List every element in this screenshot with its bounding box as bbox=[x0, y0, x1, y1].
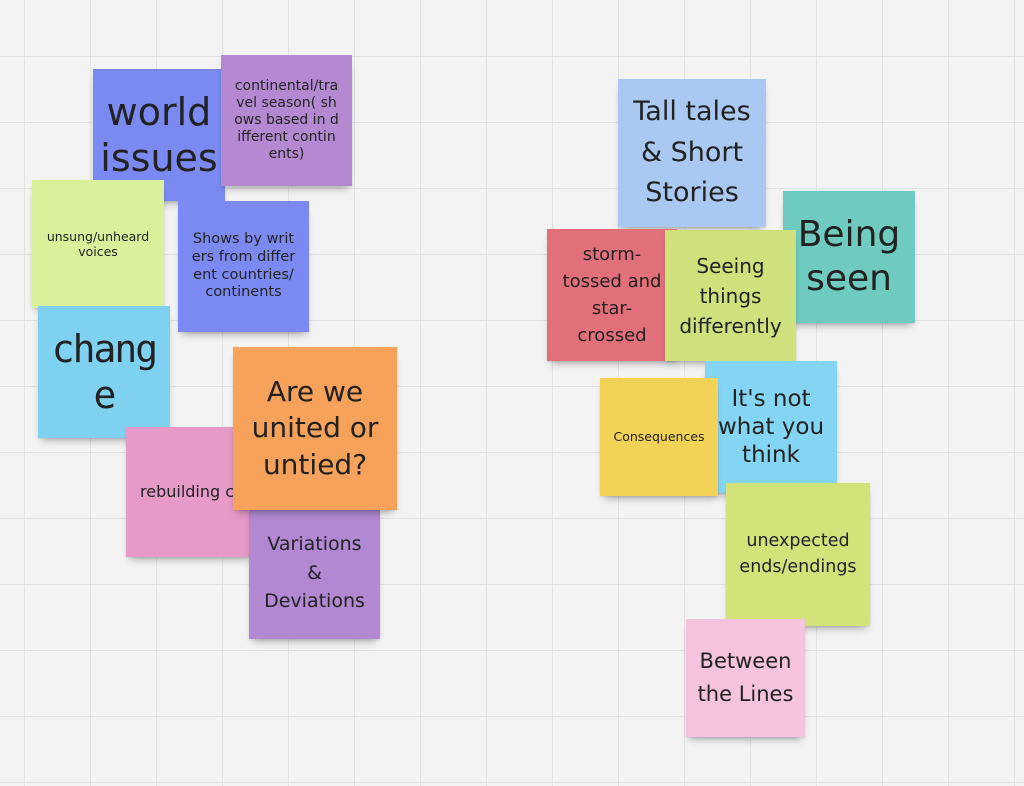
sticky-note-text: Seeing things differently bbox=[679, 253, 782, 338]
sticky-note-between-lines[interactable]: Between the Lines bbox=[686, 619, 805, 737]
sticky-note-unsung[interactable]: unsung/unheard voices bbox=[32, 180, 164, 308]
sticky-note-text: Being seen bbox=[797, 214, 901, 299]
sticky-note-variations[interactable]: Variations & Deviations bbox=[249, 507, 380, 639]
sticky-note-world-issues[interactable]: world issues bbox=[93, 69, 225, 201]
sticky-note-shows-by-writers[interactable]: Shows by writers from different countrie… bbox=[178, 201, 309, 332]
sticky-note-storm-tossed[interactable]: storm-tossed and star-crossed bbox=[547, 229, 677, 361]
sticky-note-united-untied[interactable]: Are we united or untied? bbox=[233, 347, 397, 510]
sticky-note-text: Variations & Deviations bbox=[264, 533, 365, 613]
sticky-note-text: change bbox=[51, 326, 158, 417]
sticky-note-text: Shows by writers from different countrie… bbox=[191, 231, 296, 301]
sticky-note-text: Consequences bbox=[613, 429, 705, 445]
sticky-note-text: Tall tales & Short Stories bbox=[633, 96, 751, 209]
sticky-note-text: It's not what you think bbox=[717, 385, 825, 469]
sticky-note-text: world issues bbox=[100, 89, 218, 180]
sticky-note-unexpected-ends[interactable]: unexpected ends/endings bbox=[726, 483, 870, 626]
sticky-note-text: unsung/unheard voices bbox=[46, 228, 150, 259]
sticky-note-text: unexpected ends/endings bbox=[739, 531, 857, 577]
sticky-note-change[interactable]: change bbox=[38, 306, 170, 438]
sticky-note-consequences[interactable]: Consequences bbox=[600, 378, 718, 496]
sticky-note-text: storm-tossed and star-crossed bbox=[562, 244, 662, 346]
sticky-note-text: Are we united or untied? bbox=[251, 374, 379, 481]
sticky-note-text: rebuilding communities bbox=[140, 482, 250, 502]
sticky-note-text: Between the Lines bbox=[697, 649, 794, 706]
sticky-note-being-seen[interactable]: Being seen bbox=[783, 191, 915, 323]
sticky-note-text: continental/travel season( shows based i… bbox=[234, 77, 339, 163]
sticky-note-tall-tales[interactable]: Tall tales & Short Stories bbox=[618, 79, 766, 227]
sticky-note-seeing-things[interactable]: Seeing things differently bbox=[665, 230, 796, 361]
sticky-note-not-what-you-think[interactable]: It's not what you think bbox=[705, 361, 837, 493]
sticky-note-continental[interactable]: continental/travel season( shows based i… bbox=[221, 55, 352, 186]
